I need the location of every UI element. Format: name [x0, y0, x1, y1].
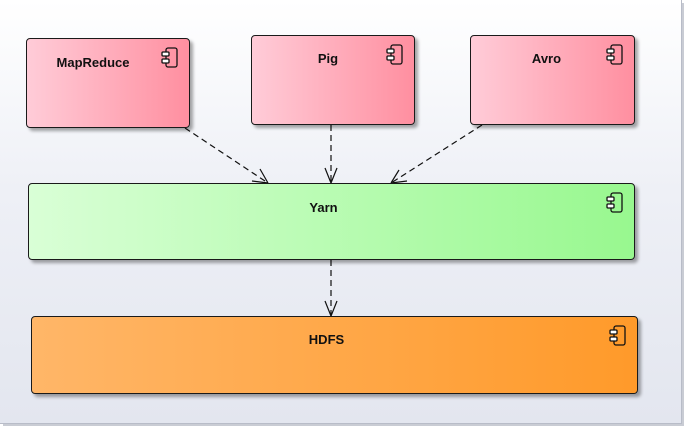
node-yarn[interactable]: Yarn — [28, 183, 635, 260]
node-hdfs[interactable]: HDFS — [31, 316, 638, 394]
component-icon — [606, 192, 623, 213]
node-label: Pig — [317, 51, 339, 66]
node-avro[interactable]: Avro — [470, 35, 635, 125]
component-icon — [609, 325, 626, 346]
component-icon — [606, 44, 623, 65]
node-label: MapReduce — [56, 55, 130, 70]
edge-yarn-to-hdfs-arrowhead — [324, 300, 338, 317]
component-icon — [386, 44, 403, 65]
edge-pig-to-yarn-arrowhead — [324, 167, 338, 184]
edge-avro-to-yarn — [390, 124, 483, 184]
node-label: Yarn — [309, 200, 338, 215]
component-icon — [161, 47, 178, 68]
edge-mapreduce-to-yarn-arrowhead — [251, 168, 269, 184]
node-pig[interactable]: Pig — [251, 35, 415, 125]
edge-mapreduce-to-yarn — [184, 127, 269, 184]
node-mapreduce[interactable]: MapReduce — [26, 38, 190, 128]
node-label: HDFS — [308, 332, 345, 347]
edge-avro-to-yarn-arrowhead — [390, 169, 408, 184]
node-label: Avro — [531, 51, 562, 66]
